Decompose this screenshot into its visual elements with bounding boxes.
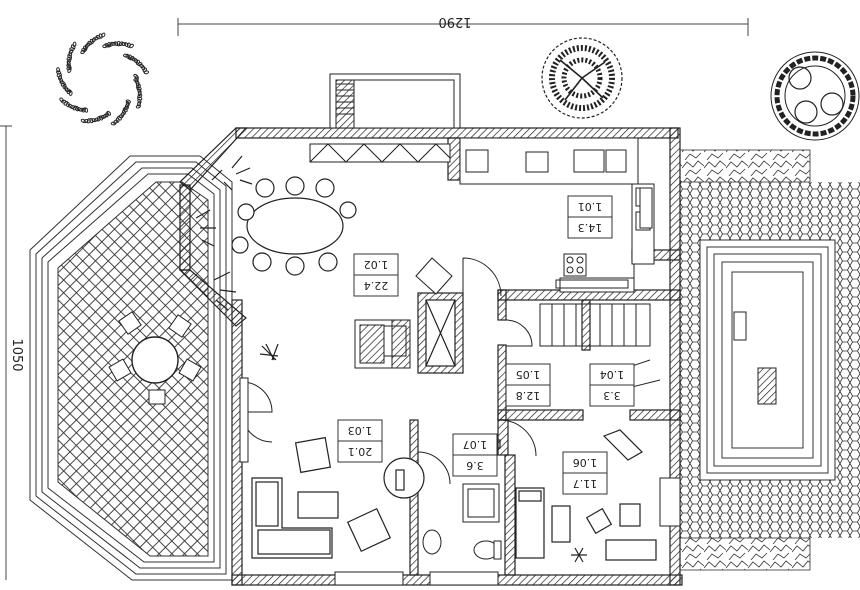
room-labels: 1.0114.31.0222.41.0320.11.043.31.0512.81… <box>337 195 635 495</box>
kitchen-units <box>459 137 655 293</box>
terrace <box>29 155 233 581</box>
room-number: 1.07 <box>463 438 488 451</box>
windows <box>239 311 747 586</box>
tree-scatter-icon <box>56 32 150 126</box>
room-number: 1.05 <box>516 368 541 381</box>
room-area: 3.6 <box>466 459 484 472</box>
room-number: 1.03 <box>348 424 373 437</box>
doormat <box>757 367 777 405</box>
stove-icon <box>563 253 587 277</box>
room-area: 12.8 <box>516 389 541 402</box>
room-label: 1.07 3.6 <box>452 433 498 477</box>
terrace-table <box>108 311 202 405</box>
room-label: 1.05 12.8 <box>505 363 551 407</box>
dining-table <box>231 176 357 276</box>
entrance-steps <box>329 73 461 129</box>
tree-round-icon <box>770 51 860 141</box>
fireplace-icon <box>354 257 453 369</box>
room-area: 11.7 <box>573 477 598 490</box>
room-area: 3.3 <box>603 389 621 402</box>
room-area: 20.1 <box>348 445 373 458</box>
toilet-icon <box>422 529 502 560</box>
room-label: 1.04 3.3 <box>589 363 635 407</box>
room-area: 14.3 <box>578 221 603 234</box>
tree-dense-icon <box>541 37 623 119</box>
dimension-top: 1290 <box>177 14 749 36</box>
kitchen-counter <box>309 143 451 163</box>
room-number: 1.04 <box>600 368 625 381</box>
shower-icon <box>462 483 500 523</box>
sink-icon <box>639 187 653 229</box>
plant-icon <box>195 155 279 361</box>
room-label: 1.01 14.3 <box>567 195 613 239</box>
height-dimension-label: 1050 <box>9 338 24 371</box>
room-number: 1.06 <box>573 456 598 469</box>
room-area: 22.4 <box>364 279 389 292</box>
office-furniture <box>515 429 657 563</box>
dimension-left: 1050 <box>0 125 24 580</box>
living-furniture <box>251 436 425 559</box>
room-label: 1.03 20.1 <box>337 419 383 463</box>
room-number: 1.02 <box>364 258 389 271</box>
paving-right <box>679 149 860 571</box>
width-dimension-label: 1290 <box>438 14 471 29</box>
room-label: 1.02 22.4 <box>353 253 399 297</box>
room-number: 1.01 <box>578 200 603 213</box>
room-label: 1.06 11.7 <box>562 451 608 495</box>
